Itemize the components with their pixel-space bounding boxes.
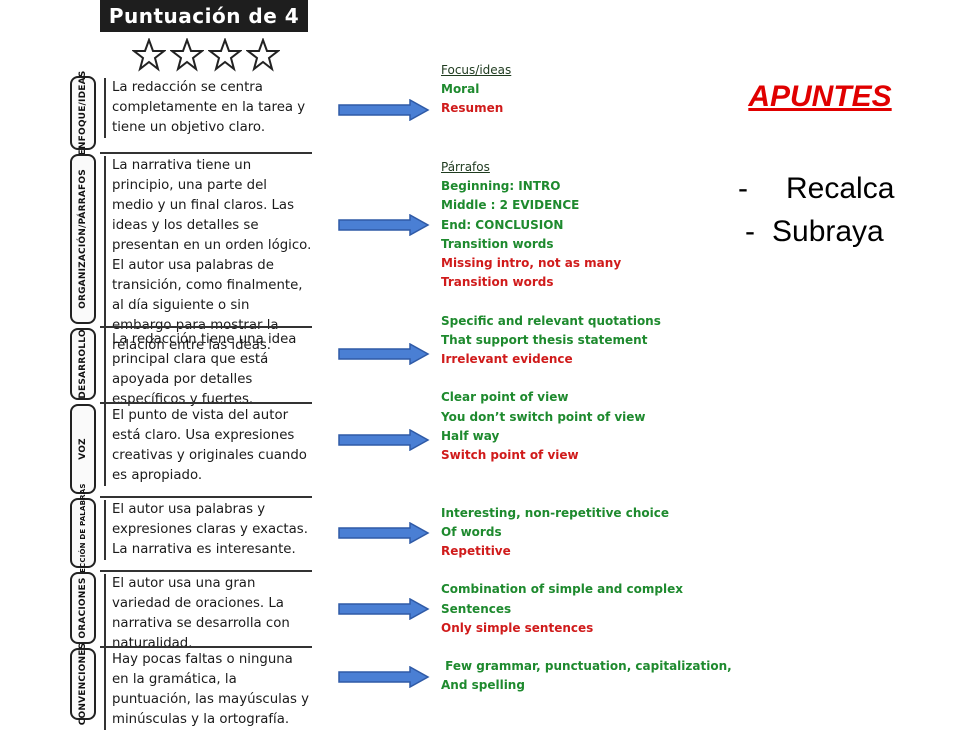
rubric-header: Puntuación de 4 [100, 0, 308, 32]
note-line: Irrelevant evidence [441, 352, 573, 366]
category-tab: CONVENCIONES [70, 643, 96, 725]
note-line: Of words [441, 525, 502, 539]
star-icon [132, 38, 166, 72]
rubric-row-voz: VOZ El punto de vista del autor está cla… [70, 404, 312, 494]
category-tab: ORACIONES [70, 572, 96, 644]
note-line: Transition words [441, 275, 554, 289]
note-line: Specific and relevant quotations [441, 314, 661, 328]
note-line: Sentences [441, 602, 512, 616]
row-divider [100, 326, 312, 328]
note-line: That support thesis statement [441, 333, 648, 347]
category-description: La redacción se centra completamente en … [104, 78, 312, 138]
rubric-row-organizacion: ORGANIZACIÓN/PÁRRAFOS La narrativa tiene… [70, 154, 312, 356]
note-line: Only simple sentences [441, 621, 594, 635]
rubric-row-desarrollo: DESARROLLO La redacción tiene una idea p… [70, 328, 312, 410]
note-line: Beginning: INTRO [441, 179, 561, 193]
note-line: And spelling [441, 678, 525, 692]
right-arrow-icon [338, 522, 430, 544]
category-tab: ELECCIÓN DE PALABRAS [70, 483, 96, 583]
note-line: Missing intro, not as many [441, 256, 622, 270]
category-tab: DESARROLLO [70, 328, 96, 400]
row-divider [100, 570, 312, 572]
category-label: ELECCIÓN DE PALABRAS [79, 483, 87, 583]
rubric-row-enfoque: ENFOQUE/IDEAS La redacción se centra com… [70, 71, 312, 155]
rubric-row-oraciones: ORACIONES El autor usa una gran variedad… [70, 572, 312, 654]
note-line: Clear point of view [441, 390, 569, 404]
category-label: ORGANIZACIÓN/PÁRRAFOS [78, 169, 88, 309]
right-arrow-icon [338, 598, 430, 620]
page-title: APUNTES [748, 80, 892, 113]
category-description: El punto de vista del autor está claro. … [104, 406, 312, 486]
category-label: CONVENCIONES [78, 642, 88, 726]
note-line: Switch point of view [441, 448, 579, 462]
note-line: Interesting, non-repetitive choice [441, 506, 669, 520]
row-divider [100, 496, 312, 498]
note-line: Resumen [441, 101, 504, 115]
right-arrow-icon [338, 343, 430, 365]
category-description: La redacción tiene una idea principal cl… [104, 330, 312, 410]
right-arrow-icon [338, 666, 430, 688]
category-description: El autor usa palabras y expresiones clar… [104, 500, 312, 560]
right-arrow-icon [338, 429, 430, 451]
row-divider [100, 402, 312, 404]
category-label: VOZ [78, 438, 88, 460]
note-line: Transition words [441, 237, 554, 251]
note-line: Repetitive [441, 544, 511, 558]
category-description: La narrativa tiene un principio, una par… [104, 156, 312, 356]
rubric-row-convenciones: CONVENCIONES Hay pocas faltas o ninguna … [70, 643, 312, 730]
rubric-row-palabras: ELECCIÓN DE PALABRAS El autor usa palabr… [70, 483, 312, 583]
category-description: Hay pocas faltas o ninguna en la gramáti… [104, 650, 312, 730]
star-icon [208, 38, 242, 72]
category-label: DESARROLLO [78, 329, 88, 399]
note-line: Moral [441, 82, 480, 96]
note-line: Middle : 2 EVIDENCE [441, 198, 580, 212]
note-line: Combination of simple and complex [441, 582, 683, 596]
right-arrow-icon [338, 214, 430, 236]
star-icon [170, 38, 204, 72]
note-line: You don’t switch point of view [441, 410, 646, 424]
category-description: El autor usa una gran variedad de oracio… [104, 574, 312, 654]
category-tab: ENFOQUE/IDEAS [70, 71, 96, 155]
category-label: ORACIONES [78, 577, 88, 639]
category-tab: VOZ [70, 404, 96, 494]
row-divider [100, 152, 312, 154]
star-icon [246, 38, 280, 72]
bullet-dash: - [745, 215, 755, 248]
note-heading-parrafos: Párrafos [441, 160, 490, 174]
bullet-item: Subraya [772, 215, 884, 248]
note-heading-focus: Focus/ideas [441, 63, 512, 77]
note-line: End: CONCLUSION [441, 218, 564, 232]
star-rating [132, 38, 282, 72]
rubric-scan: Puntuación de 4 ENFOQUE/IDEAS La redacci… [70, 0, 312, 730]
bullet-dash: - [738, 172, 748, 205]
category-label: ENFOQUE/IDEAS [78, 70, 88, 156]
category-tab: ORGANIZACIÓN/PÁRRAFOS [70, 154, 96, 324]
bullet-item: Recalca [786, 172, 895, 205]
row-divider [100, 646, 312, 648]
right-arrow-icon [338, 99, 430, 121]
note-line: Half way [441, 429, 500, 443]
note-line: Few grammar, punctuation, capitalization… [441, 659, 732, 673]
